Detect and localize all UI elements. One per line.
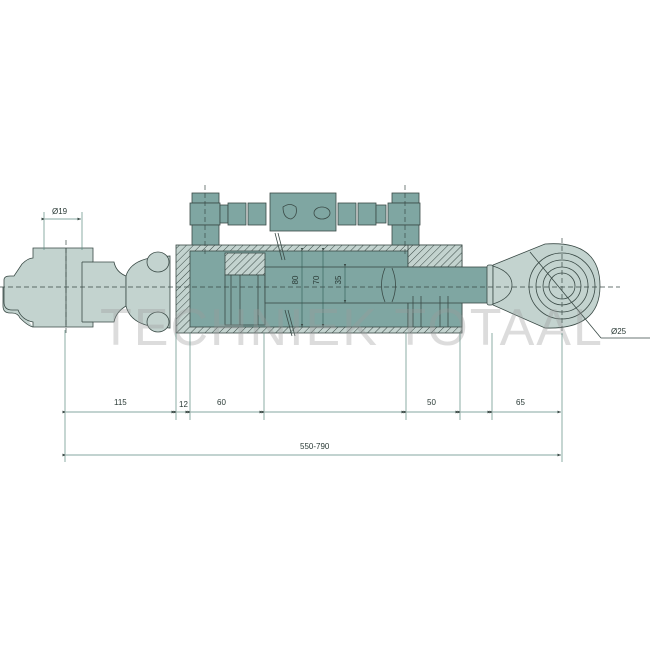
bore-inner-label: 70 bbox=[312, 275, 321, 284]
rod-diameter-label: 35 bbox=[334, 275, 343, 284]
valve-block bbox=[189, 192, 421, 246]
dim-60-label: 60 bbox=[217, 398, 226, 407]
extension-lines bbox=[43, 212, 563, 462]
left-ball-joint bbox=[2, 247, 171, 333]
bore-outer-label: 80 bbox=[291, 275, 300, 284]
watermark: TECHNIEK TOTAAL bbox=[100, 299, 604, 357]
dim-12-label: 12 bbox=[179, 400, 188, 409]
bore-dimensions bbox=[300, 248, 347, 327]
dimension-lines bbox=[41, 217, 561, 457]
pin-right-diameter-label: Ø25 bbox=[611, 327, 627, 336]
dim-115-label: 115 bbox=[114, 398, 127, 407]
dim-65-label: 65 bbox=[516, 398, 525, 407]
overall-length-label: 550-790 bbox=[300, 442, 330, 451]
pin-left-diameter-label: Ø19 bbox=[52, 207, 68, 216]
centerlines bbox=[0, 185, 620, 335]
dim-50-label: 50 bbox=[427, 398, 436, 407]
cylinder-body bbox=[175, 232, 491, 337]
